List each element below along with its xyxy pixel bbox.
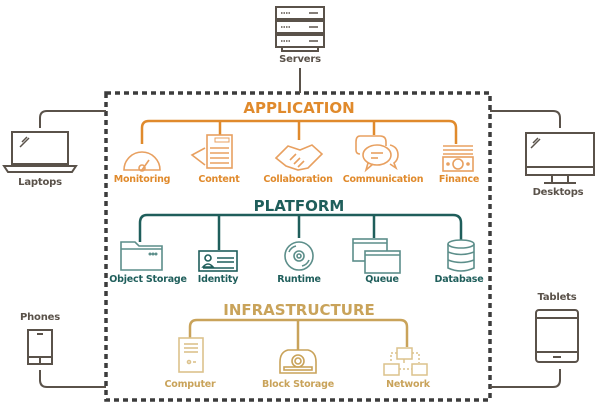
disc-icon <box>284 241 314 271</box>
phones-label: Phones <box>20 312 60 323</box>
database-icon <box>447 239 475 272</box>
tablets-label: Tablets <box>537 292 577 303</box>
application-item-finance: Finance <box>438 174 480 185</box>
platform-item-database: Database <box>434 274 484 285</box>
platform-item-identity: Identity <box>197 274 239 285</box>
infrastructure-layer-title: INFRASTRUCTURE <box>223 301 375 319</box>
desktops-connector <box>490 110 561 128</box>
platform-item-object-storage: Object Storage <box>109 274 187 285</box>
platform-item-runtime: Runtime <box>277 274 321 285</box>
servers-label: Servers <box>279 54 321 65</box>
computer-tower-icon <box>178 337 204 373</box>
device-connectors <box>39 68 561 388</box>
desktop-icon <box>525 132 595 184</box>
infrastructure-tree <box>188 318 409 350</box>
tablet-icon <box>535 309 579 363</box>
id-card-icon <box>198 250 238 272</box>
laptop-icon <box>2 131 78 173</box>
phone-icon <box>27 329 53 365</box>
application-tree <box>140 119 458 144</box>
gauge-icon <box>123 151 161 172</box>
chat-icon <box>355 135 399 173</box>
cloud-boundary-frame <box>104 91 492 402</box>
servers-icon <box>275 6 325 52</box>
infrastructure-item-computer: Computer <box>164 379 216 390</box>
news-icon <box>190 134 233 169</box>
windows-icon <box>352 238 401 274</box>
platform-tree <box>138 213 463 250</box>
platform-layer-title: PLATFORM <box>253 197 345 215</box>
laptops-connector <box>39 110 106 128</box>
tablets-connector <box>490 369 561 388</box>
handshake-icon <box>274 144 324 171</box>
network-icon <box>383 347 428 376</box>
phones-connector <box>39 370 106 388</box>
application-item-content: Content <box>198 174 240 185</box>
folder-icon <box>120 241 163 271</box>
platform-item-queue: Queue <box>365 274 399 285</box>
desktops-label: Desktops <box>532 187 584 198</box>
laptops-label: Laptops <box>18 177 62 188</box>
application-item-communication: Communication <box>342 174 424 185</box>
infrastructure-item-block-storage: Block Storage <box>262 379 334 390</box>
hard-drive-icon <box>279 349 317 374</box>
application-layer-title: APPLICATION <box>243 99 355 117</box>
infrastructure-item-network: Network <box>386 379 430 390</box>
application-item-collaboration: Collaboration <box>263 174 333 185</box>
application-item-monitoring: Monitoring <box>113 174 171 185</box>
money-icon <box>442 145 474 172</box>
